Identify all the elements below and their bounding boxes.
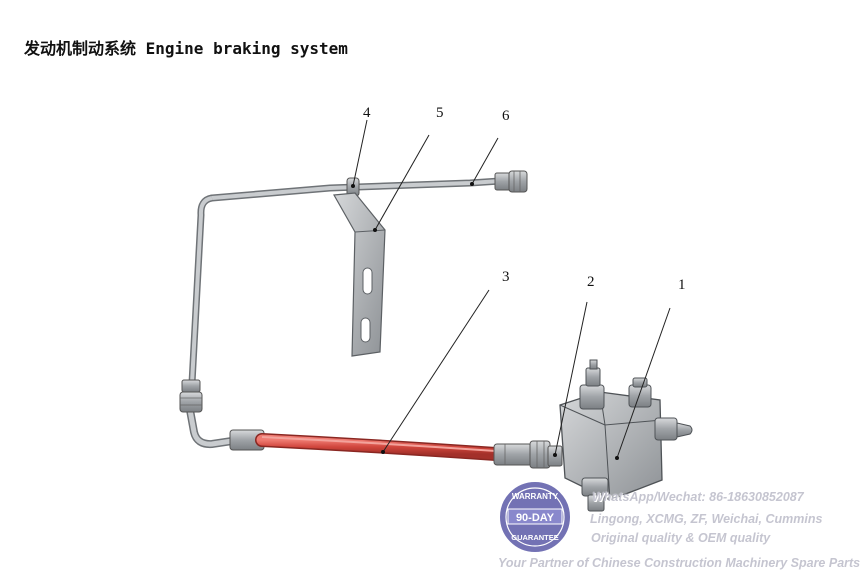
callout-6: 6 xyxy=(502,108,510,124)
warranty-badge: WARRANTY 90-DAY GUARANTEE xyxy=(498,480,572,554)
badge-top-text: WARRANTY xyxy=(512,492,559,501)
leader-dots xyxy=(351,182,619,460)
callout-2: 2 xyxy=(587,274,595,290)
callout-5: 5 xyxy=(436,105,444,121)
callout-1: 1 xyxy=(678,277,686,293)
rubber-hose xyxy=(229,429,533,466)
leader-lines xyxy=(352,119,671,459)
watermark-contact: WhatsApp/Wechat: 86-18630852087 xyxy=(592,490,804,504)
page-title: 发动机制动系统 Engine braking system xyxy=(24,39,348,58)
watermark-quality: Original quality & OEM quality xyxy=(591,531,771,545)
mounting-bracket xyxy=(333,192,386,357)
badge-mid-text: 90-DAY xyxy=(516,512,555,524)
callout-4: 4 xyxy=(363,105,371,121)
callout-3: 3 xyxy=(502,269,510,285)
watermark-tagline: Your Partner of Chinese Construction Mac… xyxy=(498,556,861,570)
brake-valve xyxy=(559,359,693,512)
pipe-union-fitting xyxy=(179,379,203,413)
steel-pipe xyxy=(186,177,504,449)
hose-connector xyxy=(529,440,563,469)
badge-bottom-text: GUARANTEE xyxy=(511,533,559,542)
pipe-end-fitting xyxy=(494,170,528,193)
watermark-brands: Lingong, XCMG, ZF, Weichai, Cummins xyxy=(590,512,823,526)
